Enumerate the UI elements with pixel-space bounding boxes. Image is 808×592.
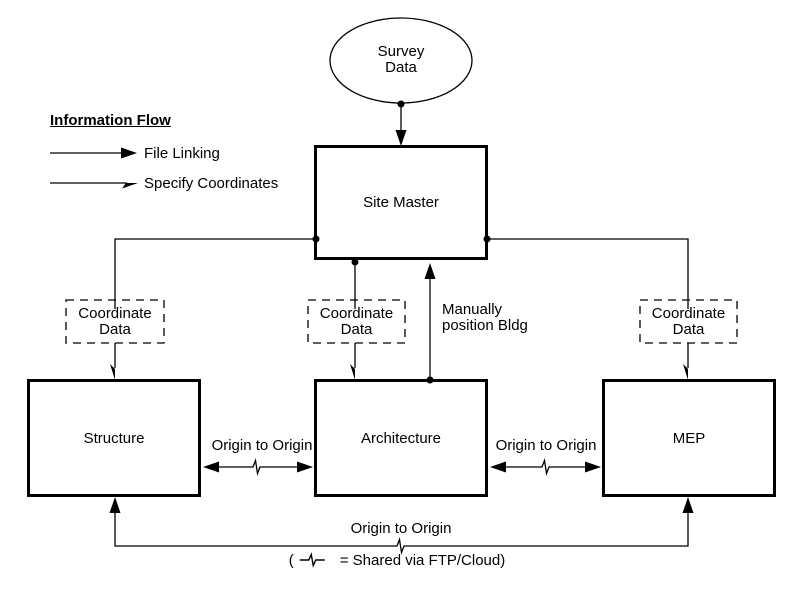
coordinate-data-line1: Coordinate: [651, 304, 726, 322]
survey-data-label: Survey Data: [330, 17, 472, 103]
legend-file-linking-arrow: [50, 147, 137, 159]
origin-label-structure-mep: Origin to Origin: [350, 520, 452, 537]
manually-position-line1: Manually: [442, 301, 503, 318]
architecture-label: Architecture: [360, 429, 442, 447]
survey-to-site-master-edge: [395, 100, 407, 146]
break-squiggle-icon: [391, 536, 410, 556]
architecture-mep-origin-edge: [490, 457, 601, 477]
site-master-to-coordinate-right-edge: [483, 235, 689, 300]
connection-dot: [351, 258, 359, 266]
structure-architecture-origin-edge: [203, 457, 313, 477]
legend-title: Information Flow: [50, 112, 171, 129]
coordinate-data-middle-label: Coordinate Data: [308, 300, 405, 343]
arrowhead-down: [395, 130, 407, 146]
arrowhead-up: [424, 263, 436, 279]
half-arrowhead-down: [683, 364, 688, 380]
origin-label-architecture-mep: Origin to Origin: [495, 437, 597, 454]
legend-specify-coordinates-arrow: [50, 182, 138, 189]
ftp-cloud-note: ( = Shared via FTP/Cloud): [288, 551, 506, 569]
coordinate-data-line1: Coordinate: [319, 304, 394, 322]
coordinate-middle-to-architecture-edge: [350, 343, 356, 380]
coordinate-right-to-mep-edge: [683, 343, 689, 380]
survey-data-line1: Survey: [377, 43, 425, 60]
manually-position-edge: [424, 263, 436, 384]
manually-position-line2: position Bldg: [442, 317, 528, 334]
legend-item-file-linking: File Linking: [144, 145, 220, 162]
structure-node: Structure: [27, 379, 201, 497]
break-squiggle-icon: [536, 457, 555, 477]
site-master-to-coordinate-left-edge: [114, 235, 320, 300]
break-squiggle-icon: [247, 457, 266, 477]
ftp-break-icon: [299, 552, 325, 568]
structure-mep-origin-edge: [109, 497, 694, 556]
site-master-to-coordinate-middle-edge: [351, 258, 359, 300]
manually-position-label: Manually position Bldg: [442, 302, 528, 334]
origin-label-structure-architecture: Origin to Origin: [211, 437, 313, 454]
ftp-note-text: = Shared via FTP/Cloud): [339, 551, 506, 569]
arrowhead-up: [109, 497, 121, 513]
legend-item-specify-coordinates: Specify Coordinates: [144, 175, 279, 192]
coordinate-data-left-label: Coordinate Data: [66, 300, 164, 343]
site-master-node: Site Master: [314, 145, 488, 260]
coordinate-left-to-structure-edge: [110, 343, 116, 380]
connection-dot: [397, 100, 405, 108]
structure-label: Structure: [83, 429, 145, 447]
coordinate-data-right-label: Coordinate Data: [640, 300, 737, 343]
coordinate-data-line1: Coordinate: [78, 304, 152, 322]
half-arrowhead-down: [110, 364, 115, 380]
site-master-label: Site Master: [363, 194, 439, 211]
coordinate-data-line2: Data: [99, 320, 131, 338]
mep-label: MEP: [672, 429, 706, 447]
arrowhead-right: [297, 461, 313, 473]
ftp-note-open-paren: (: [288, 551, 294, 569]
arrowhead-right: [585, 461, 601, 473]
arrowhead-left: [490, 461, 506, 473]
arrowhead-right: [121, 147, 137, 159]
survey-data-line2: Data: [385, 59, 417, 76]
half-arrowhead-down: [350, 364, 355, 380]
coordinate-data-line2: Data: [672, 320, 705, 338]
half-arrowhead-right: [122, 183, 138, 189]
arrowhead-up: [682, 497, 694, 513]
coordinate-data-line2: Data: [340, 320, 373, 338]
architecture-node: Architecture: [314, 379, 488, 497]
coordinate-data-middle-box: [307, 299, 406, 344]
mep-node: MEP: [602, 379, 776, 497]
arrowhead-left: [203, 461, 219, 473]
